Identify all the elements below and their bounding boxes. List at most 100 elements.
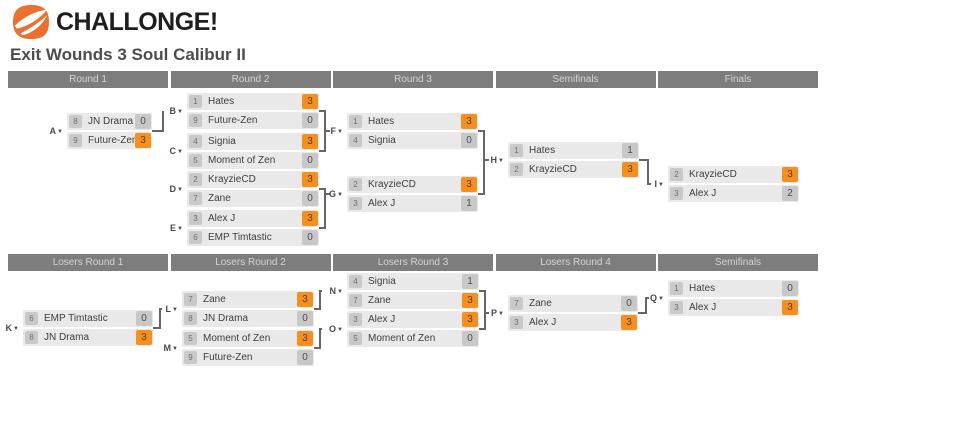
- match-label-m[interactable]: M▼: [148, 342, 178, 355]
- match-letter: F: [330, 126, 337, 136]
- score-box: 2: [782, 186, 798, 201]
- seed-badge: 2: [189, 173, 202, 186]
- seed-badge: 8: [69, 115, 82, 128]
- match-label-q[interactable]: Q▼: [634, 292, 664, 305]
- match-label-l[interactable]: L▼: [148, 303, 178, 316]
- match-label-c[interactable]: C▼: [153, 145, 183, 158]
- player-name: JN Drama: [203, 313, 249, 324]
- score-box: 3: [302, 94, 318, 109]
- round-header-losers-5: Semifinals: [658, 254, 818, 271]
- match-label-k[interactable]: K▼: [0, 322, 19, 335]
- score-box: 1: [462, 274, 478, 289]
- match-label-n[interactable]: N▼: [313, 285, 343, 298]
- match-label-f[interactable]: F▼: [313, 125, 343, 138]
- score-box: 3: [461, 114, 477, 129]
- match-label-b[interactable]: B▼: [153, 105, 183, 118]
- challonge-swirl-icon: [13, 4, 49, 40]
- match-label-e[interactable]: E▼: [153, 222, 183, 235]
- match-label-p[interactable]: P▼: [474, 307, 504, 320]
- score-box: 3: [622, 162, 638, 177]
- match-letter: K: [5, 323, 13, 333]
- player-name: Hates: [208, 96, 235, 107]
- match-letter: P: [491, 308, 498, 318]
- player-name: KrayzieCD: [208, 174, 256, 185]
- match-letter: O: [329, 324, 337, 334]
- score-box: 3: [621, 315, 637, 330]
- player-name: Zane: [529, 298, 552, 309]
- match-dropdown-icon: ▼: [337, 129, 343, 135]
- round-header-winners-4: Semifinals: [495, 71, 656, 88]
- seed-badge: 2: [670, 168, 683, 181]
- match-letter: C: [169, 146, 177, 156]
- score-box: 3: [302, 134, 318, 149]
- seed-badge: 2: [510, 163, 523, 176]
- round-header-winners-2: Round 2: [170, 71, 331, 88]
- player-name: EMP Timtastic: [44, 313, 108, 324]
- score-box: 0: [621, 296, 637, 311]
- score-box: 0: [782, 281, 798, 296]
- player-name: Signia: [208, 136, 236, 147]
- seed-badge: 1: [670, 282, 683, 295]
- player-name: Moment of Zen: [368, 333, 436, 344]
- match-label-g[interactable]: G▼: [313, 188, 343, 201]
- player-name: Alex J: [529, 317, 557, 328]
- match-label-h[interactable]: H▼: [474, 154, 504, 167]
- match-dropdown-icon: ▼: [172, 346, 178, 352]
- score-box: 3: [782, 167, 798, 182]
- seed-badge: 4: [349, 275, 362, 288]
- seed-badge: 3: [510, 316, 523, 329]
- match-label-o[interactable]: O▼: [313, 323, 343, 336]
- seed-badge: 4: [349, 134, 362, 147]
- seed-badge: 1: [349, 115, 362, 128]
- player-name: Alex J: [689, 188, 717, 199]
- seed-badge: 5: [189, 154, 202, 167]
- match-label-i[interactable]: I▼: [634, 178, 664, 191]
- match-label-d[interactable]: D▼: [153, 183, 183, 196]
- match-letter: I: [654, 179, 658, 189]
- seed-badge: 7: [349, 294, 362, 307]
- player-name: Alex J: [368, 198, 396, 209]
- match-label-a[interactable]: A▼: [33, 125, 63, 138]
- score-box: 0: [135, 114, 151, 129]
- score-box: 3: [461, 177, 477, 192]
- seed-badge: 2: [349, 178, 362, 191]
- seed-badge: 3: [189, 212, 202, 225]
- match-letter: M: [163, 343, 172, 353]
- player-name: KrayzieCD: [689, 169, 737, 180]
- player-name: Hates: [529, 145, 556, 156]
- score-box: 0: [461, 133, 477, 148]
- player-name: JN Drama: [44, 332, 90, 343]
- player-name: Moment of Zen: [208, 155, 276, 166]
- match-dropdown-icon: ▼: [337, 289, 343, 295]
- round-header-winners-5: Finals: [658, 71, 818, 88]
- seed-badge: 8: [184, 312, 197, 325]
- challonge-logo-link[interactable]: CHALLONGE!: [12, 4, 218, 40]
